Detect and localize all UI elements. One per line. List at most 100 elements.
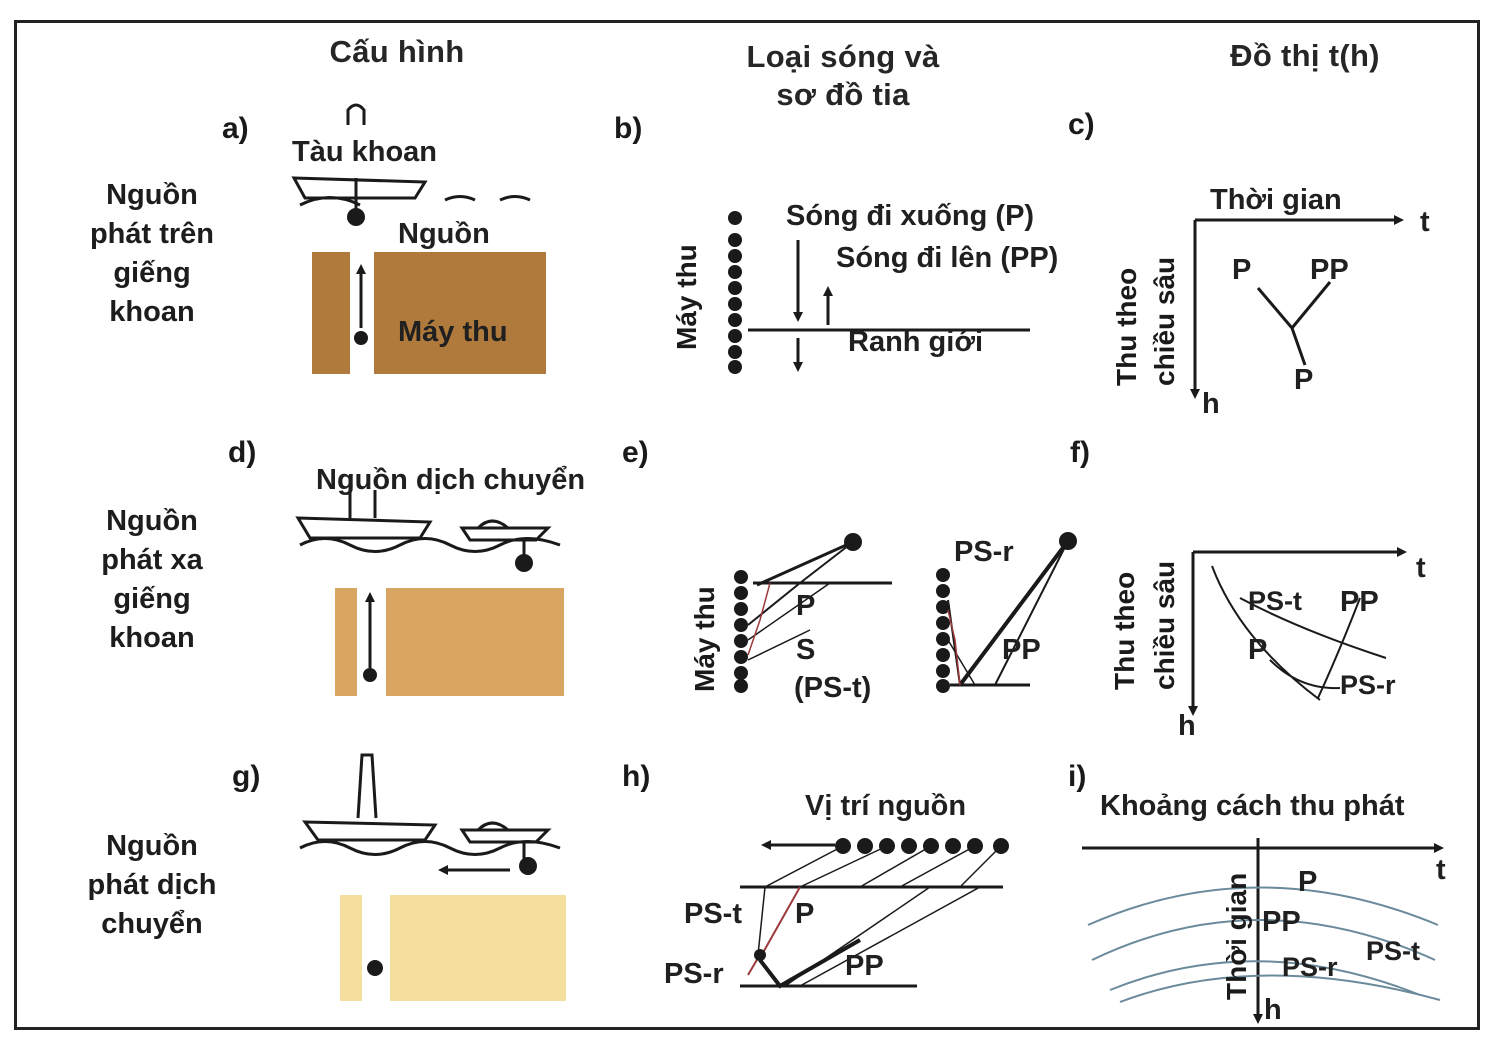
panel-d-drawing — [295, 475, 561, 556]
label-t-i: t — [1436, 854, 1446, 886]
label-depth-record-f1: Thu theo — [1109, 571, 1140, 690]
panel-a-drawing — [291, 103, 531, 212]
pp-ray-h — [758, 938, 861, 989]
pst-curve-f — [1239, 597, 1387, 659]
p-curve-f — [1211, 565, 1321, 701]
label-t-c: t — [1420, 206, 1430, 238]
label-boundary: Ranh giới — [848, 326, 984, 358]
header-wave-types: Loại sóng và sơ đồ tia — [728, 38, 958, 114]
label-h-c: h — [1202, 388, 1220, 420]
row-label-3: Nguồn phát dịch chuyển — [72, 827, 232, 944]
label-time-c: Thời gian — [1210, 184, 1342, 216]
label-pp-e: PP — [1002, 634, 1041, 666]
header-wave-line1: Loại sóng và — [746, 39, 940, 74]
receiver-string-e1 — [734, 570, 748, 693]
panel-letter-e: e) — [622, 436, 649, 469]
panel-e1-rays — [747, 540, 892, 661]
derrick-icon — [346, 103, 366, 125]
row3-line3: chuyển — [101, 908, 203, 940]
label-offset-i: Khoảng cách thu phát — [1100, 790, 1405, 822]
formation-block-a-right — [374, 252, 546, 374]
p-curve-c — [1256, 287, 1307, 366]
label-pp-i: PP — [1262, 906, 1301, 938]
receiver-string-b — [728, 211, 742, 374]
row1-line3: giếng — [113, 257, 191, 289]
receiver-dot-a — [354, 331, 368, 345]
sea-wave-d — [299, 537, 561, 553]
panel-i-curves — [1087, 886, 1441, 1003]
label-pst-f: PS-t — [1248, 586, 1302, 616]
label-source-a: Nguồn — [398, 218, 490, 250]
label-h-i: h — [1264, 994, 1282, 1026]
label-source-positions: Vị trí nguồn — [805, 790, 967, 822]
label-p-c-top: P — [1232, 254, 1252, 286]
panel-letter-a: a) — [222, 112, 249, 145]
formation-block-a-left — [312, 252, 350, 374]
panel-c-drawing — [1190, 215, 1404, 399]
label-psr-h: PS-r — [664, 958, 724, 990]
boat-g — [459, 821, 552, 844]
label-drill-ship: Tàu khoan — [292, 136, 438, 168]
panel-letter-h: h) — [622, 760, 651, 793]
pst-curve-i — [1119, 974, 1441, 1003]
formation-block-d-right — [386, 588, 564, 696]
panel-f-drawing — [1188, 547, 1407, 716]
label-p-i: P — [1298, 866, 1318, 898]
label-t-f: t — [1416, 552, 1426, 584]
panel-letter-d: d) — [228, 436, 257, 469]
source-dot-g — [519, 857, 537, 875]
label-receiver-a: Máy thu — [398, 316, 508, 348]
row2-line1: Nguồn — [106, 505, 198, 537]
row3-line2: phát dịch — [87, 869, 217, 901]
panel-letter-g: g) — [232, 760, 261, 793]
label-pst-h: PS-t — [684, 898, 742, 930]
row3-line1: Nguồn — [106, 830, 198, 862]
row1-line4: khoan — [109, 296, 195, 328]
label-h-f: h — [1178, 710, 1196, 742]
row1-line1: Nguồn — [106, 179, 198, 211]
label-p-h: P — [795, 898, 815, 930]
label-receiver-e: Máy thu — [689, 586, 720, 692]
platform-ship-g — [302, 820, 438, 842]
sea-wave-g — [299, 840, 561, 856]
row-label-1: Nguồn phát trên giếng khoan — [72, 176, 232, 332]
formation-block-g-left — [340, 895, 362, 1001]
label-psr-f: PS-r — [1340, 670, 1396, 700]
label-pp-c: PP — [1310, 254, 1349, 286]
label-pst-i: PS-t — [1366, 936, 1420, 966]
p-curve-i — [1087, 886, 1439, 926]
header-graph: Đồ thị t(h) — [1230, 38, 1380, 73]
panel-i-drawing — [1082, 838, 1444, 1024]
label-depth-record-c1: Thu theo — [1111, 267, 1142, 386]
panel-h-drawing — [740, 840, 1003, 989]
label-downgoing-wave: Sóng đi xuống (P) — [786, 200, 1035, 232]
psr-curve-f — [1269, 659, 1341, 690]
panel-letter-i: i) — [1068, 760, 1087, 793]
platform-ship-icon — [295, 516, 433, 540]
label-psr-i: PS-r — [1282, 952, 1338, 982]
label-pst-e: (PS-t) — [794, 672, 872, 704]
receiver-dot-d — [363, 668, 377, 682]
header-wave-line2: sơ đồ tia — [776, 77, 910, 112]
pp-curve-i — [1091, 919, 1436, 961]
panel-e2-rays — [947, 539, 1070, 687]
label-upgoing-wave: Sóng đi lên (PP) — [836, 242, 1059, 274]
row2-line2: phát xa — [101, 544, 203, 576]
label-psr-e: PS-r — [954, 536, 1014, 568]
figure-frame — [14, 20, 1480, 1030]
receiver-dot-g — [367, 960, 383, 976]
pp-curve-c — [1290, 281, 1332, 329]
label-depth-record-c2: chiều sâu — [1149, 256, 1180, 386]
formation-block-g-right — [390, 895, 566, 1001]
label-s-e: S — [796, 634, 816, 666]
drill-ship-icon — [291, 176, 428, 200]
row-label-2: Nguồn phát xa giếng khoan — [72, 502, 232, 658]
panel-letter-f: f) — [1070, 436, 1090, 469]
header-config: Cấu hình — [329, 34, 465, 69]
formation-block-d-left — [335, 588, 357, 696]
source-dot-d — [515, 554, 533, 572]
psr-curve-i — [1109, 960, 1421, 996]
platform-tower-icon — [356, 753, 378, 819]
panel-letter-c: c) — [1068, 108, 1095, 141]
